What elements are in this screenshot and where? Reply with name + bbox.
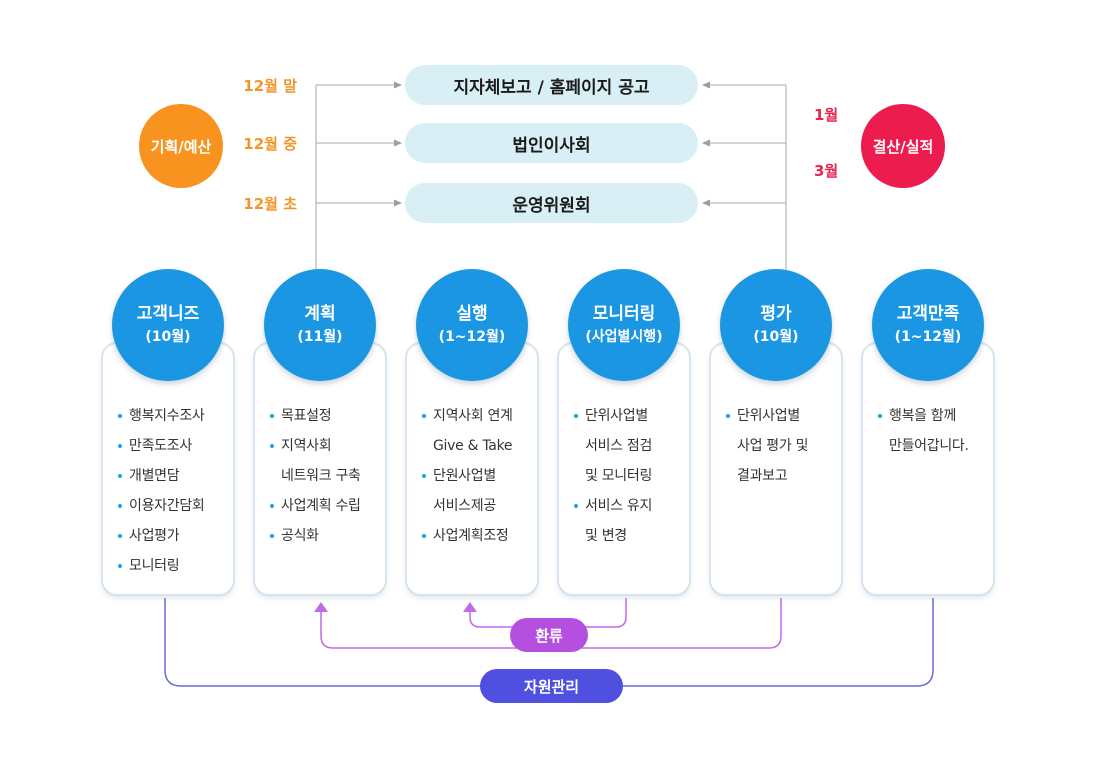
stage-title: 계획 bbox=[304, 304, 336, 324]
stage-title: 고객니즈 bbox=[136, 304, 200, 324]
board-of-directors-box: 법인이사회 bbox=[405, 123, 698, 163]
time-label-early-december: 12월 초 bbox=[243, 195, 297, 213]
stage-item: 만족도조사 bbox=[117, 431, 227, 461]
stage-period: (1~12월) bbox=[438, 329, 506, 345]
stage-item: 개별면담 bbox=[117, 461, 227, 491]
stage-circle-execution: 실행 (1~12월) bbox=[416, 269, 528, 381]
stage-item: 사업평가 bbox=[117, 521, 227, 551]
time-label-march: 3월 bbox=[814, 162, 839, 180]
stage-period: (11월) bbox=[297, 329, 343, 345]
stage-item-list: 단위사업별 서비스 점검 및 모니터링 서비스 유지 및 변경 bbox=[573, 401, 683, 551]
stage-item: 사업계획 수립 bbox=[269, 491, 379, 521]
stage-circle-monitoring: 모니터링 (사업별시행) bbox=[568, 269, 680, 381]
stage-item-list: 행복을 함께 만들어갑니다. bbox=[877, 401, 987, 461]
stage-card-monitoring: 단위사업별 서비스 점검 및 모니터링 서비스 유지 및 변경 bbox=[557, 342, 691, 596]
stage-item: 단위사업별 서비스 점검 및 모니터링 bbox=[573, 401, 683, 491]
stage-item: 이용자간담회 bbox=[117, 491, 227, 521]
time-label-end-december: 12월 말 bbox=[243, 77, 297, 95]
stage-item: 목표설정 bbox=[269, 401, 379, 431]
stage-item-list: 목표설정 지역사회 네트워크 구축 사업계획 수립 공식화 bbox=[269, 401, 379, 551]
stage-circle-plan: 계획 (11월) bbox=[264, 269, 376, 381]
stage-item: 행복지수조사 bbox=[117, 401, 227, 431]
stage-period: (사업별시행) bbox=[585, 329, 663, 345]
stage-card-evaluation: 단위사업별 사업 평가 및 결과보고 bbox=[709, 342, 843, 596]
stage-circle-evaluation: 평가 (10월) bbox=[720, 269, 832, 381]
stage-item: 지역사회 연계 Give & Take bbox=[421, 401, 531, 461]
stage-period: (1~12월) bbox=[894, 329, 962, 345]
feedback-arrowhead-plan bbox=[314, 602, 328, 612]
stage-item: 서비스 유지 및 변경 bbox=[573, 491, 683, 551]
feedback-arrowhead-execution bbox=[463, 602, 477, 612]
stage-title: 모니터링 bbox=[592, 304, 656, 324]
stage-card-customer-needs: 행복지수조사 만족도조사 개별면담 이용자간담회 사업평가 모니터링 bbox=[101, 342, 235, 596]
stage-item: 단원사업별 서비스제공 bbox=[421, 461, 531, 521]
stage-card-customer-satisfaction: 행복을 함께 만들어갑니다. bbox=[861, 342, 995, 596]
stage-item-list: 단위사업별 사업 평가 및 결과보고 bbox=[725, 401, 835, 491]
steering-committee-box: 운영위원회 bbox=[405, 183, 698, 223]
resource-management-label: 자원관리 bbox=[480, 669, 623, 703]
stage-item: 행복을 함께 만들어갑니다. bbox=[877, 401, 987, 461]
stage-circle-customer-needs: 고객니즈 (10월) bbox=[112, 269, 224, 381]
stage-card-execution: 지역사회 연계 Give & Take 단원사업별 서비스제공 사업계획조정 bbox=[405, 342, 539, 596]
stage-card-plan: 목표설정 지역사회 네트워크 구축 사업계획 수립 공식화 bbox=[253, 342, 387, 596]
planning-budget-badge: 기획/예산 bbox=[139, 104, 223, 188]
stage-period: (10월) bbox=[753, 329, 799, 345]
stage-title: 평가 bbox=[760, 304, 792, 324]
stage-item: 단위사업별 사업 평가 및 결과보고 bbox=[725, 401, 835, 491]
feedback-label: 환류 bbox=[510, 618, 588, 652]
report-homepage-box: 지자체보고 / 홈페이지 공고 bbox=[405, 65, 698, 105]
stage-circle-customer-satisfaction: 고객만족 (1~12월) bbox=[872, 269, 984, 381]
stage-item: 모니터링 bbox=[117, 551, 227, 581]
stage-item: 사업계획조정 bbox=[421, 521, 531, 551]
time-label-mid-december: 12월 중 bbox=[243, 135, 297, 153]
stage-item-list: 행복지수조사 만족도조사 개별면담 이용자간담회 사업평가 모니터링 bbox=[117, 401, 227, 581]
stage-title: 실행 bbox=[456, 304, 488, 324]
stage-title: 고객만족 bbox=[896, 304, 960, 324]
stage-item: 공식화 bbox=[269, 521, 379, 551]
stage-item: 지역사회 네트워크 구축 bbox=[269, 431, 379, 491]
time-label-january: 1월 bbox=[814, 106, 839, 124]
stage-item-list: 지역사회 연계 Give & Take 단원사업별 서비스제공 사업계획조정 bbox=[421, 401, 531, 551]
settlement-results-badge: 결산/실적 bbox=[861, 104, 945, 188]
stage-period: (10월) bbox=[145, 329, 191, 345]
